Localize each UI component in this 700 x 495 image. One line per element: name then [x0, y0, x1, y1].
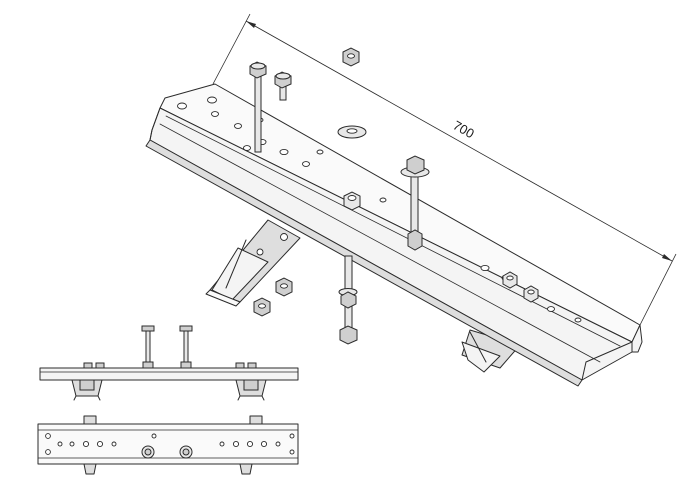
loose-nut-top — [342, 47, 360, 67]
bolt-below-rail — [338, 255, 358, 345]
side-nut-4 — [247, 362, 257, 369]
side-bracket-left — [71, 379, 103, 401]
rail-nut-center — [343, 191, 361, 211]
side-bolt-left — [141, 325, 155, 369]
washer — [337, 125, 367, 139]
rail-nut-right-2 — [523, 285, 539, 303]
side-bracket-right — [235, 379, 267, 401]
side-nut-3 — [235, 362, 245, 369]
plan-hole-pattern — [45, 433, 295, 455]
right-support-bracket — [461, 329, 521, 373]
rail-nut-right-1 — [502, 271, 518, 289]
plan-bolt-left — [141, 445, 155, 459]
plan-tab-2 — [239, 463, 253, 475]
bolt-short — [274, 71, 292, 101]
top-view — [37, 415, 299, 475]
loose-nut-lower-2 — [253, 297, 271, 317]
side-nut-2 — [95, 362, 105, 369]
plan-tab-1 — [83, 463, 97, 475]
main-rail — [145, 83, 643, 387]
bolt-long-left — [249, 61, 267, 153]
isometric-view: 700 — [145, 13, 677, 387]
side-bolt-right — [179, 325, 193, 369]
side-nut-1 — [83, 362, 93, 369]
plan-bolt-right — [179, 445, 193, 459]
loose-nut-lower-1 — [275, 277, 293, 297]
dimension-label: 700 — [451, 118, 477, 142]
plan-tab-4 — [249, 415, 263, 425]
side-view — [39, 325, 299, 401]
bolt-long-right — [400, 155, 430, 251]
plan-tab-3 — [83, 415, 97, 425]
left-support-bracket — [205, 219, 301, 307]
